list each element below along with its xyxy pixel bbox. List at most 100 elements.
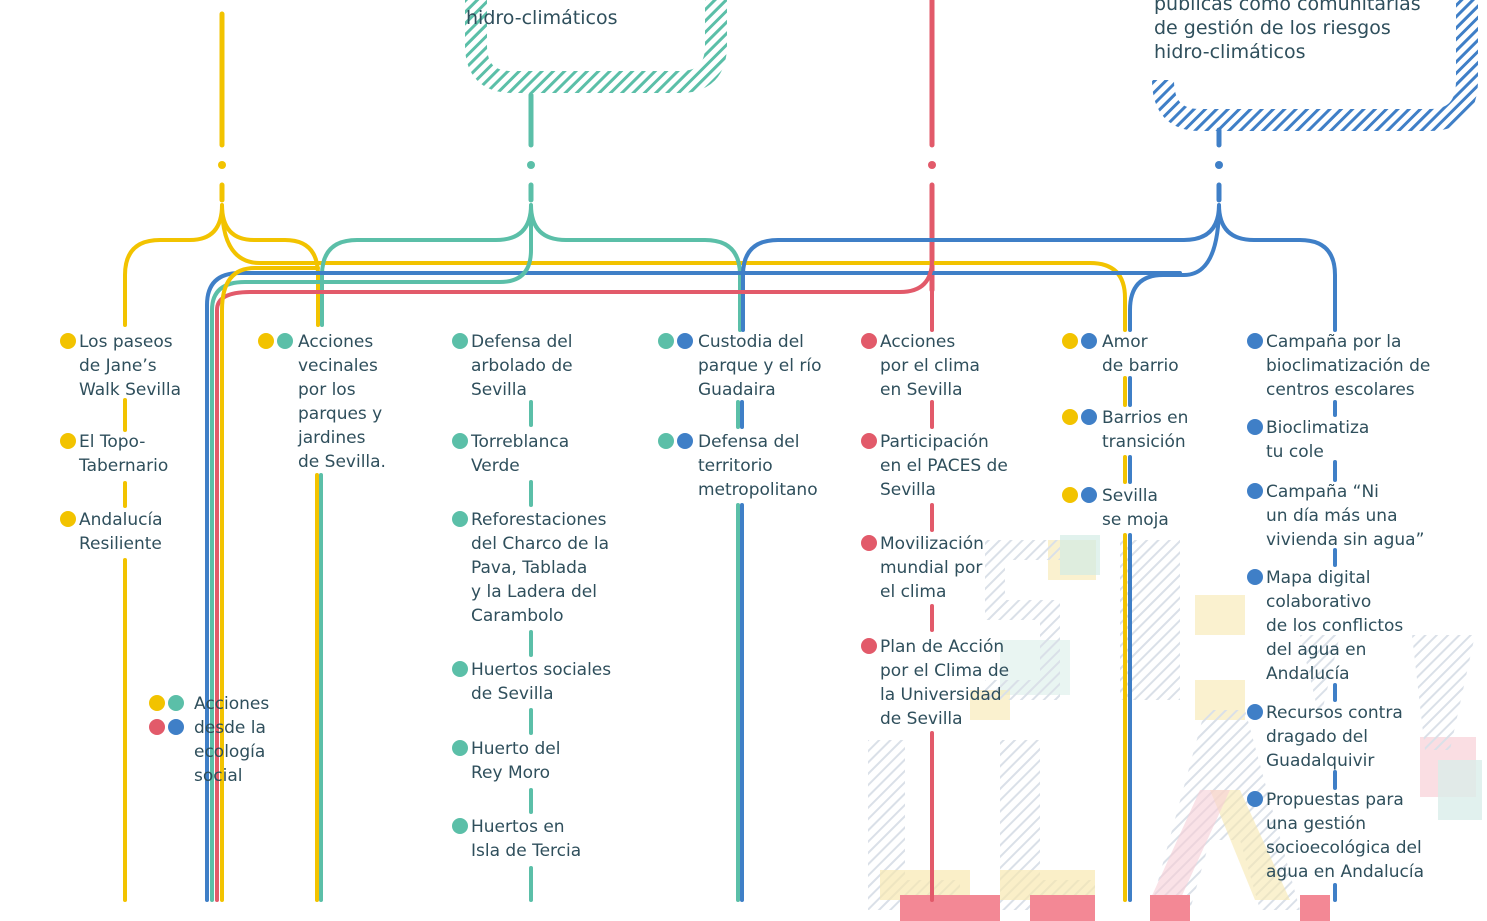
- action-item: Acciones vecinales por los parques y jar…: [258, 330, 386, 474]
- blue-dot-icon: [1081, 487, 1097, 503]
- yellow-dot-icon: [60, 511, 76, 527]
- blue-header-box: [1152, 0, 1478, 131]
- category-dots: [1247, 569, 1263, 585]
- action-item: Acciones por el clima en Sevilla: [861, 330, 980, 402]
- blue-dot-icon: [1081, 333, 1097, 349]
- action-item: Huertos sociales de Sevilla: [452, 658, 612, 706]
- action-item-label: El Topo- Tabernario: [79, 432, 169, 476]
- category-dots: [658, 333, 693, 349]
- category-dots: [1062, 487, 1097, 503]
- action-item-label: Amor de barrio: [1102, 332, 1179, 376]
- yellow-dot-icon: [60, 333, 76, 349]
- action-item: Huerto del Rey Moro: [452, 737, 561, 785]
- category-dots: [149, 695, 187, 735]
- action-item: Recursos contra dragado del Guadalquivir: [1247, 701, 1403, 773]
- action-item: Plan de Acción por el Clima de la Univer…: [861, 635, 1010, 731]
- action-item: Barrios en transición: [1062, 406, 1189, 454]
- category-dots: [1247, 333, 1263, 349]
- action-item-label: Bioclimatiza tu cole: [1266, 418, 1370, 462]
- action-item: Movilización mundial por el clima: [861, 532, 984, 604]
- blue-dot-icon: [1247, 483, 1263, 499]
- teal-dot-icon: [452, 511, 468, 527]
- category-dots: [658, 433, 693, 449]
- category-dots: [60, 511, 76, 527]
- action-item-label: Movilización mundial por el clima: [880, 534, 984, 602]
- red-dot-icon: [149, 719, 165, 735]
- connectors: [123, 0, 1337, 902]
- teal-header-text: hidro-climáticos: [466, 7, 618, 29]
- category-dots: [452, 818, 468, 834]
- action-item: Andalucía Resiliente: [60, 508, 163, 556]
- red-dot-icon: [861, 333, 877, 349]
- action-item: Defensa del arbolado de Sevilla: [452, 330, 573, 402]
- category-dots: [60, 433, 76, 449]
- action-item-label: Huertos sociales de Sevilla: [471, 660, 612, 704]
- action-item-label: Andalucía Resiliente: [79, 510, 163, 554]
- teal-dot-icon: [452, 740, 468, 756]
- category-dots: [452, 661, 468, 677]
- yellow-dot-icon: [60, 433, 76, 449]
- category-dots: [452, 433, 468, 449]
- category-dots: [452, 511, 468, 527]
- action-item-label: Campaña por la bioclimatización de centr…: [1266, 332, 1431, 400]
- sevilla-watermark-graphic: [868, 535, 1482, 921]
- action-item-label: Recursos contra dragado del Guadalquivir: [1266, 703, 1403, 771]
- teal-dot-icon: [168, 695, 184, 711]
- action-item: Custodia del parque y el río Guadaira: [658, 330, 822, 402]
- action-item-label: Reforestaciones del Charco de la Pava, T…: [471, 510, 610, 626]
- action-item-label: Sevilla se moja: [1102, 486, 1169, 530]
- action-item: Los paseos de Jane’s Walk Sevilla: [60, 330, 182, 402]
- category-dots: [452, 740, 468, 756]
- category-dots: [861, 433, 877, 449]
- teal-dot-icon: [658, 433, 674, 449]
- action-item: Bioclimatiza tu cole: [1247, 416, 1370, 464]
- blue-dot-icon: [1247, 569, 1263, 585]
- action-item-label: Barrios en transición: [1102, 408, 1189, 452]
- blue-dot-icon: [1247, 419, 1263, 435]
- action-item-label: Acciones desde la ecología social: [194, 694, 270, 786]
- category-dots: [861, 638, 877, 654]
- action-item-label: Defensa del territorio metropolitano: [698, 432, 818, 500]
- yellow-dot-icon: [149, 695, 165, 711]
- action-item: Campaña por la bioclimatización de centr…: [1247, 330, 1431, 402]
- action-item-label: Custodia del parque y el río Guadaira: [698, 332, 822, 400]
- teal-dot-icon: [452, 433, 468, 449]
- action-item-label: Los paseos de Jane’s Walk Sevilla: [79, 332, 182, 400]
- yellow-dot-icon: [258, 333, 274, 349]
- category-dots: [1062, 333, 1097, 349]
- action-item: Reforestaciones del Charco de la Pava, T…: [452, 508, 610, 628]
- action-item-label: Participación en el PACES de Sevilla: [880, 432, 1008, 500]
- action-item-label: Plan de Acción por el Clima de la Univer…: [880, 637, 1010, 729]
- yellow-dot-icon: [1062, 333, 1078, 349]
- blue-dot-icon: [677, 433, 693, 449]
- action-item-label: Torreblanca Verde: [471, 432, 570, 476]
- action-item-label: Defensa del arbolado de Sevilla: [471, 332, 573, 400]
- category-dots: [258, 333, 293, 349]
- category-dots: [861, 535, 877, 551]
- blue-header-text: públicas como comunitarias de gestión de…: [1154, 0, 1421, 63]
- action-item-label: Huerto del Rey Moro: [471, 739, 561, 783]
- blue-dot-icon: [677, 333, 693, 349]
- teal-dot-icon: [452, 333, 468, 349]
- action-item: Sevilla se moja: [1062, 484, 1169, 532]
- action-item: Acciones desde la ecología social: [149, 692, 270, 788]
- category-dots: [1247, 704, 1263, 720]
- red-dot-icon: [861, 433, 877, 449]
- action-item: Campaña “Ni un día más una vivienda sin …: [1247, 480, 1424, 552]
- action-item: Participación en el PACES de Sevilla: [861, 430, 1008, 502]
- blue-dot-icon: [1247, 333, 1263, 349]
- teal-dot-icon: [452, 661, 468, 677]
- action-item: Mapa digital colaborativo de los conflic…: [1247, 566, 1403, 686]
- category-dots: [861, 333, 877, 349]
- category-dots: [452, 333, 468, 349]
- category-dots: [1062, 409, 1097, 425]
- teal-dot-icon: [277, 333, 293, 349]
- red-dot-icon: [861, 535, 877, 551]
- category-dots: [60, 333, 76, 349]
- action-item: Propuestas para una gestión socioecológi…: [1247, 788, 1425, 884]
- action-item-label: Propuestas para una gestión socioecológi…: [1266, 790, 1425, 882]
- action-item-label: Acciones por el clima en Sevilla: [880, 332, 980, 400]
- blue-dot-icon: [168, 719, 184, 735]
- teal-dot-icon: [658, 333, 674, 349]
